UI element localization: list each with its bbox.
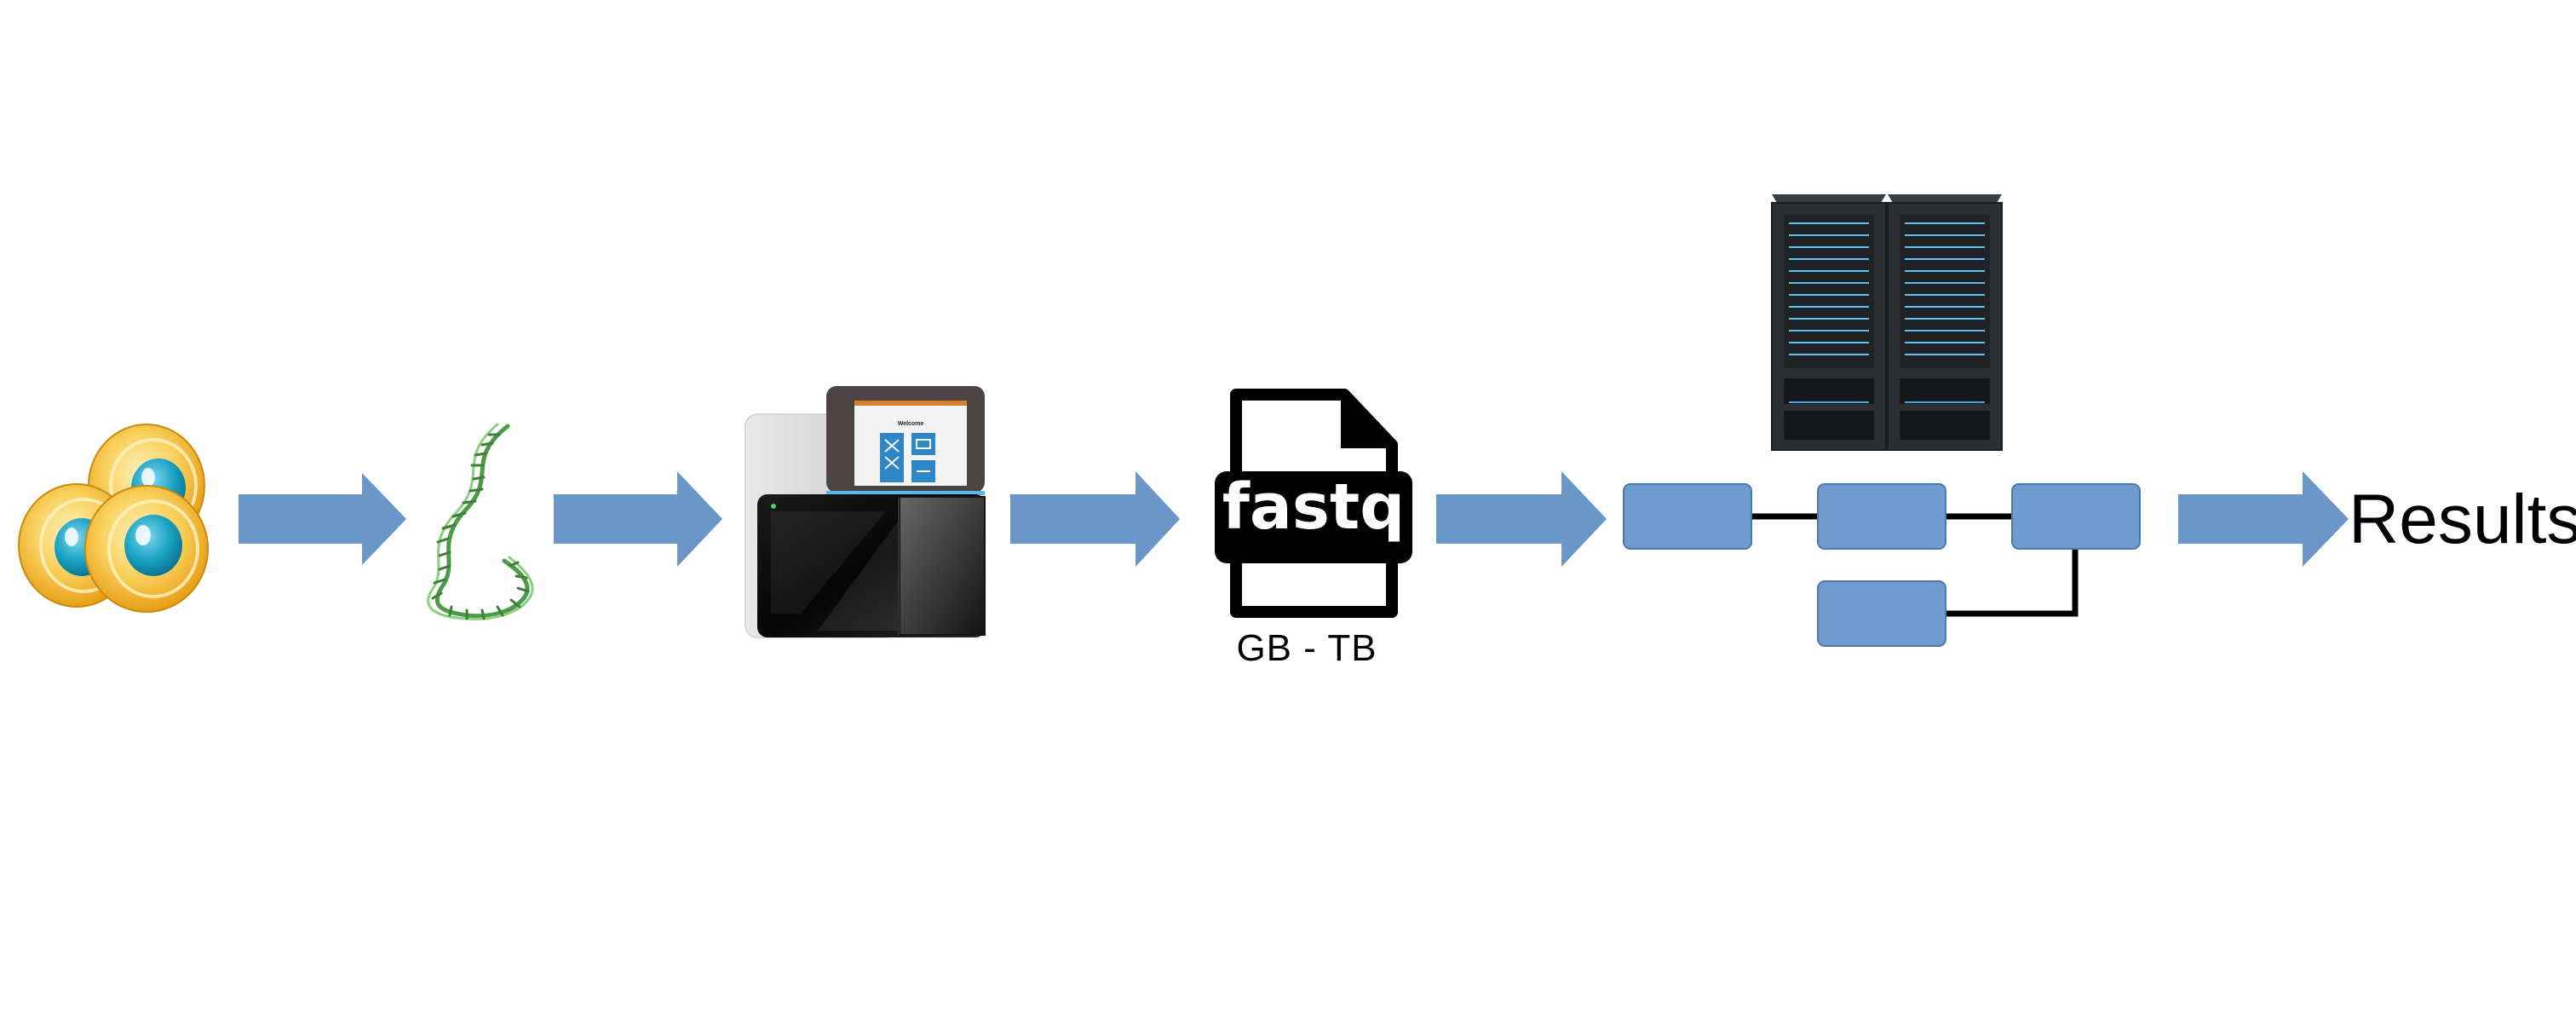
- workflow-icon: [1623, 483, 2141, 647]
- flow-arrow: [239, 473, 406, 565]
- workflow-connectors: [1751, 513, 2079, 617]
- server-rack-icon: [1771, 194, 2003, 451]
- server-rack: [1887, 194, 2003, 451]
- fastq-size-caption: GB - TB: [1236, 627, 1377, 669]
- sequencer-icon: Welcome: [745, 386, 986, 638]
- workflow-step-box: [1817, 483, 1946, 550]
- fastq-file-icon: fastq: [1215, 389, 1412, 618]
- dna-helix-icon: [427, 423, 534, 620]
- fastq-label: fastq: [1222, 470, 1406, 544]
- sequencer-screen-tiles: [880, 433, 935, 482]
- flow-arrow: [1010, 471, 1180, 567]
- results-label: Results: [2349, 481, 2576, 558]
- sequencer-screen-title: Welcome: [898, 421, 924, 427]
- cell: [84, 485, 209, 613]
- cells-icon: [18, 424, 209, 613]
- flow-arrow: [1436, 471, 1607, 567]
- workflow-step-box: [1623, 483, 1752, 550]
- flow-arrow: [554, 471, 722, 567]
- server-rack: [1771, 194, 1887, 451]
- workflow-step-box: [1817, 580, 1946, 647]
- workflow-step-box: [2011, 483, 2141, 550]
- flow-arrow: [2178, 471, 2349, 567]
